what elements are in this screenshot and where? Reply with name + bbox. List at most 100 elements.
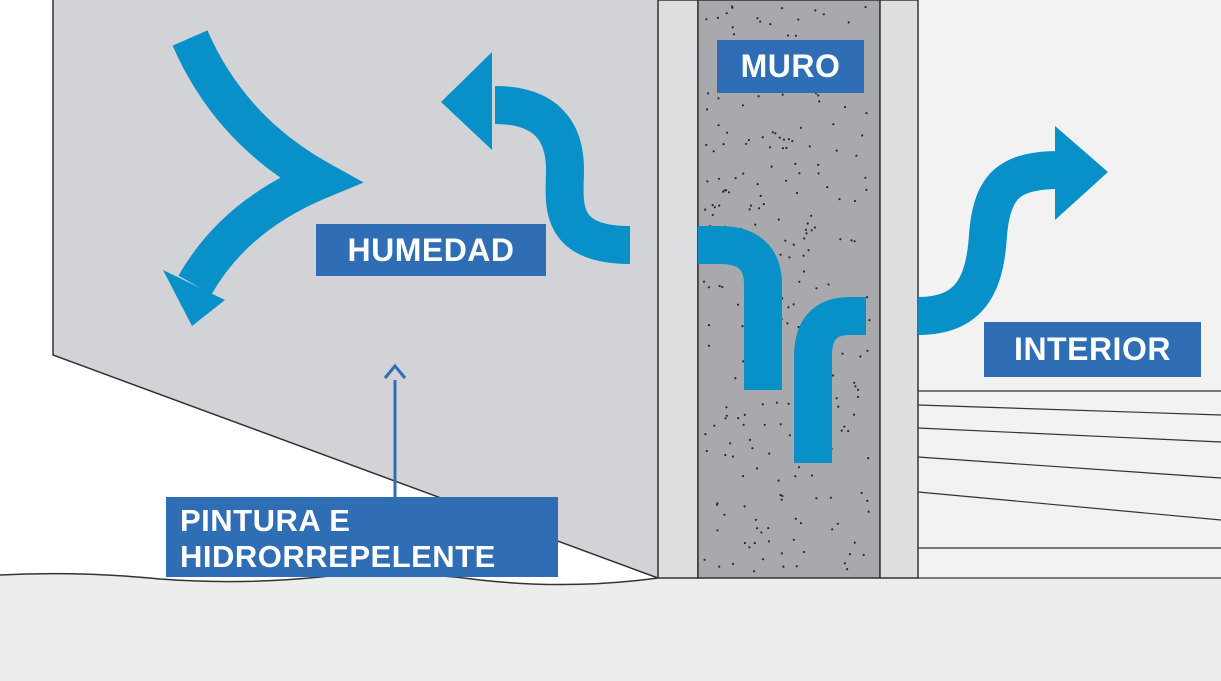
speckle-dot <box>753 542 756 545</box>
moisture-arrows <box>163 30 1108 463</box>
speckle-dot <box>788 434 792 437</box>
speckle-dot <box>835 149 838 152</box>
speckle-dot <box>761 558 765 561</box>
speckle-dot <box>756 17 759 20</box>
speckle-dot <box>724 453 727 457</box>
speckle-dot <box>785 146 788 149</box>
speckle-dot <box>737 417 740 420</box>
speckle-dot <box>751 447 754 450</box>
speckle-dot <box>853 240 856 243</box>
speckle-dot <box>707 92 710 95</box>
speckle-dot <box>725 414 728 417</box>
speckle-dot <box>861 134 864 137</box>
speckle-dot <box>742 475 745 478</box>
speckle-dot <box>784 239 787 242</box>
speckle-dot <box>761 403 764 406</box>
speckle-dot <box>718 565 721 568</box>
speckle-dot <box>703 558 706 561</box>
speckle-dot <box>721 285 724 289</box>
ground <box>0 573 1221 681</box>
speckle-dot <box>756 183 759 186</box>
speckle-dot <box>785 179 788 182</box>
speckle-dot <box>778 136 781 139</box>
speckle-dot <box>810 214 813 217</box>
speckle-dot <box>718 284 721 288</box>
speckle-dot <box>743 413 746 416</box>
speckle-dot <box>761 136 764 139</box>
label-pintura-line1: PINTURA E <box>180 503 351 538</box>
speckle-dot <box>716 16 720 19</box>
speckle-dot <box>704 208 707 211</box>
speckle-dot <box>734 177 737 180</box>
speckle-dot <box>817 94 820 97</box>
speckle-dot <box>767 540 771 543</box>
exterior-wall-surface <box>53 0 658 578</box>
speckle-dot <box>806 222 809 225</box>
speckle-dot <box>843 562 847 565</box>
speckle-dot <box>725 406 728 409</box>
speckle-dot <box>847 21 850 24</box>
interior-floor-lines <box>917 390 1221 579</box>
speckle-dot <box>798 280 801 283</box>
speckle-dot <box>755 527 759 530</box>
speckle-dot <box>781 147 785 150</box>
speckle-dot <box>702 280 706 283</box>
speckle-dot <box>831 374 835 377</box>
speckle-dot <box>770 165 773 168</box>
speckle-dot <box>731 6 734 9</box>
speckle-dot <box>867 457 870 460</box>
speckle-dot <box>759 20 762 23</box>
speckle-dot <box>779 423 782 426</box>
speckle-dot <box>716 503 719 506</box>
speckle-dot <box>706 108 709 111</box>
speckle-dot <box>786 322 789 325</box>
speckle-dot <box>741 104 745 107</box>
speckle-dot <box>846 568 849 571</box>
label-muro: MURO <box>717 40 864 93</box>
speckle-dot <box>748 208 751 211</box>
speckle-dot <box>769 23 772 26</box>
curved-arrow-icon <box>698 226 782 390</box>
speckle-dot <box>706 180 709 183</box>
speckle-dot <box>815 497 818 500</box>
speckle-dot <box>756 467 759 470</box>
speckle-dot <box>712 150 715 153</box>
speckle-dot <box>844 105 847 109</box>
speckle-dot <box>731 455 735 458</box>
speckle-dot <box>852 413 856 416</box>
speckle-dot <box>814 9 817 12</box>
speckle-dot <box>794 475 797 478</box>
speckle-dot <box>731 562 735 566</box>
speckle-dot <box>780 7 784 10</box>
speckle-dot <box>867 510 870 513</box>
speckle-dot <box>853 199 857 203</box>
speckle-dot <box>835 397 838 400</box>
speckle-dot <box>848 553 852 556</box>
speckle-dot <box>777 479 780 482</box>
curved-arrow-icon <box>917 151 1061 335</box>
speckle-dot <box>843 425 846 428</box>
speckle-dot <box>838 198 841 201</box>
speckle-dot <box>781 93 784 96</box>
speckle-dot <box>865 188 868 191</box>
label-humedad: HUMEDAD <box>316 224 546 276</box>
speckle-dot <box>743 505 746 508</box>
speckle-dot <box>768 146 772 149</box>
speckle-dot <box>763 423 766 426</box>
speckle-dot <box>723 513 726 516</box>
speckle-dot <box>808 145 811 148</box>
speckle-dot <box>707 344 711 347</box>
speckle-dot <box>791 140 794 143</box>
speckle-dot <box>868 319 871 322</box>
speckle-dot <box>859 355 862 358</box>
curved-arrow-icon <box>794 297 866 463</box>
speckle-dot <box>749 204 753 207</box>
speckle-dot <box>734 377 737 380</box>
speckle-dot <box>792 303 795 306</box>
speckle-dot <box>798 172 801 175</box>
wall-face-left <box>657 0 699 579</box>
speckle-dot <box>722 190 725 193</box>
speckle-dot <box>741 325 744 328</box>
speckle-dot <box>729 442 732 445</box>
